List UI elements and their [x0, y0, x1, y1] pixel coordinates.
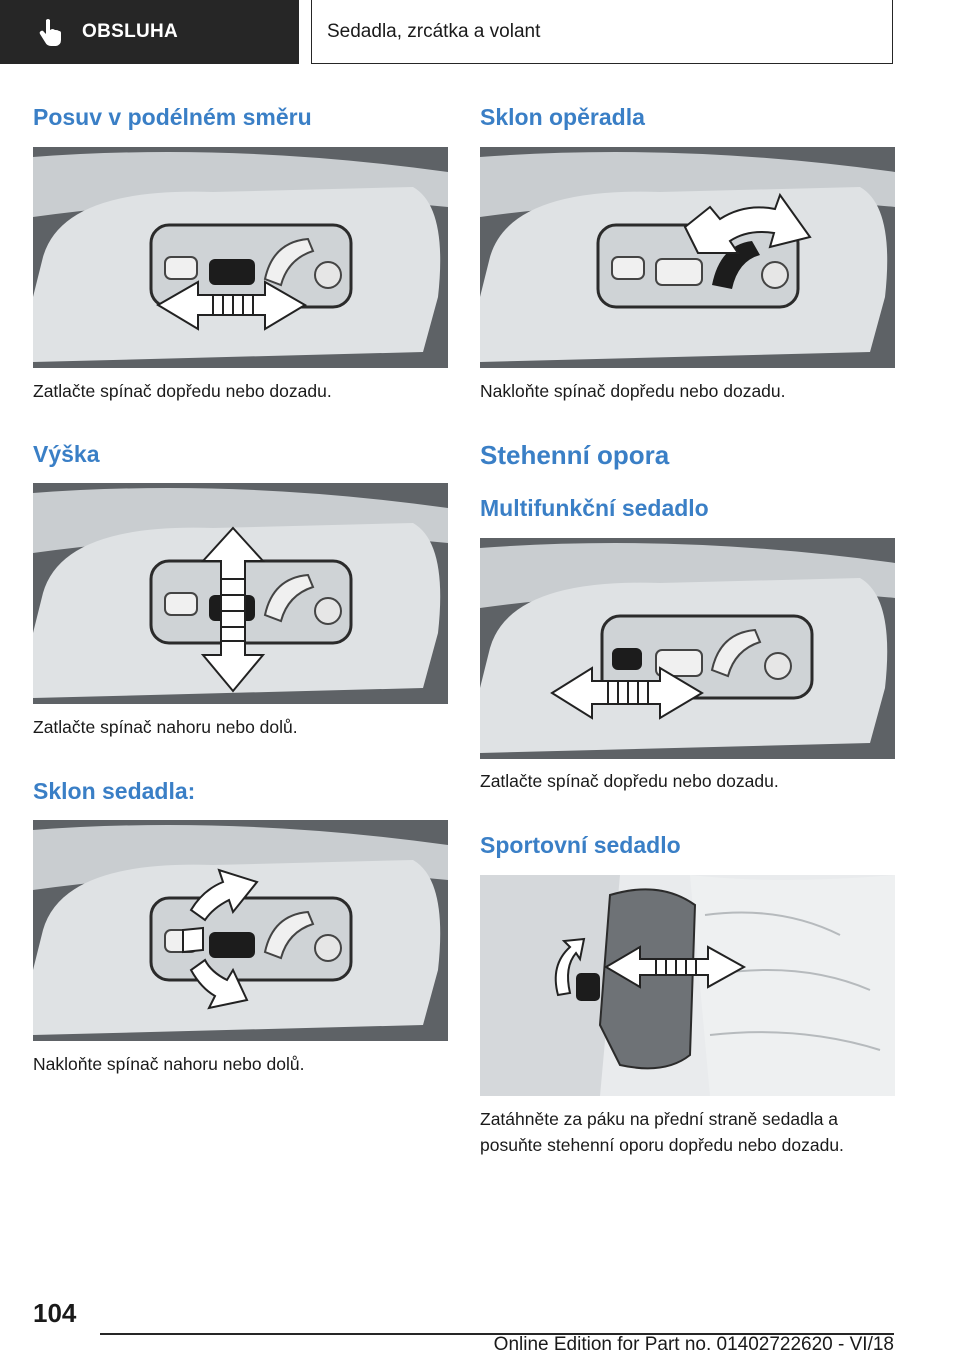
section-title: OBSLUHA	[82, 21, 179, 42]
heading-seat-tilt: Sklon sedadla:	[33, 778, 196, 804]
caption-sport-seat-line2: posuňte stehenní oporu dopředu nebo doza…	[480, 1135, 844, 1155]
footer-divider	[100, 1333, 894, 1335]
caption-longitudinal: Zatlačte spínač dopředu nebo dozadu.	[33, 381, 332, 401]
heading-thigh-support: Stehenní opora	[480, 440, 670, 470]
heading-longitudinal: Posuv v podélném směru	[33, 104, 312, 130]
edition-info: Online Edition for Part no. 01402722620 …	[493, 1334, 894, 1355]
caption-sport-seat: Zatáhněte za páku na přední straně sedad…	[480, 1106, 844, 1158]
figure-height	[33, 483, 448, 704]
page-number: 104	[33, 1298, 77, 1328]
heading-backrest-tilt: Sklon opěradla	[480, 104, 645, 130]
heading-height: Výška	[33, 441, 100, 467]
chapter-tab: Sedadla, zrcátka a volant	[311, 0, 893, 64]
hand-pointer-icon	[39, 19, 61, 46]
figure-longitudinal	[33, 147, 448, 368]
figure-multifunction-seat	[480, 538, 895, 759]
caption-multifunction-seat: Zatlačte spínač dopředu nebo dozadu.	[480, 771, 779, 791]
section-tab: OBSLUHA	[0, 0, 299, 64]
figure-seat-tilt	[33, 820, 448, 1041]
caption-backrest-tilt: Nakloňte spínač dopředu nebo dozadu.	[480, 381, 786, 401]
figure-sport-seat	[480, 875, 895, 1096]
caption-height: Zatlačte spínač nahoru nebo dolů.	[33, 717, 298, 737]
caption-seat-tilt: Nakloňte spínač nahoru nebo dolů.	[33, 1054, 305, 1074]
figure-backrest-tilt	[480, 147, 895, 368]
heading-sport-seat: Sportovní sedadlo	[480, 832, 681, 858]
caption-sport-seat-line1: Zatáhněte za páku na přední straně sedad…	[480, 1109, 839, 1129]
heading-multifunction-seat: Multifunkční sedadlo	[480, 495, 709, 521]
chapter-title: Sedadla, zrcátka a volant	[327, 20, 541, 42]
